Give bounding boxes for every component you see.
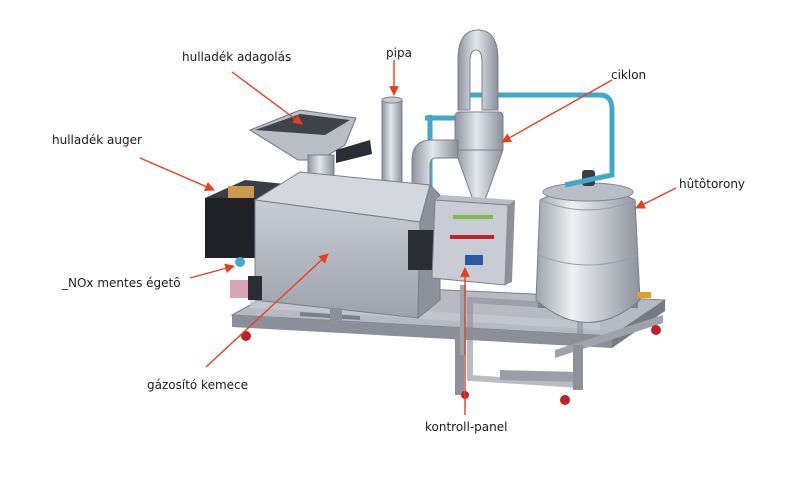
arrow-hutotorony	[635, 187, 677, 209]
label-kontroll-panel: kontroll-panel	[425, 420, 508, 434]
label-hulladek-auger: hulladék auger	[52, 133, 142, 147]
label-pipa: pipa	[386, 46, 412, 60]
arrow-hulladek-adagolas	[231, 71, 303, 125]
label-hulladek-adagolas: hulladék adagolás	[182, 50, 292, 64]
arrow-hulladek-auger	[139, 157, 215, 191]
control-panel-unit	[431, 195, 515, 355]
arrow-nox-egeto	[189, 263, 235, 279]
arrow-ciklon	[501, 79, 613, 143]
elbow-pipe	[411, 139, 459, 196]
cyclone	[454, 29, 504, 212]
gasifier-furnace	[230, 171, 441, 324]
label-hutotorony: hûtôtorony	[679, 177, 746, 191]
label-nox-egeto: _NOx mentes égetô	[62, 276, 181, 290]
cooling-tower	[535, 170, 651, 323]
label-gazosito-kemece: gázosító kemece	[147, 378, 249, 392]
label-ciklon: ciklon	[611, 68, 647, 82]
arrow-gazosito-kemece	[205, 253, 329, 368]
callout-arrows	[139, 60, 677, 415]
feed-hopper	[248, 109, 372, 178]
